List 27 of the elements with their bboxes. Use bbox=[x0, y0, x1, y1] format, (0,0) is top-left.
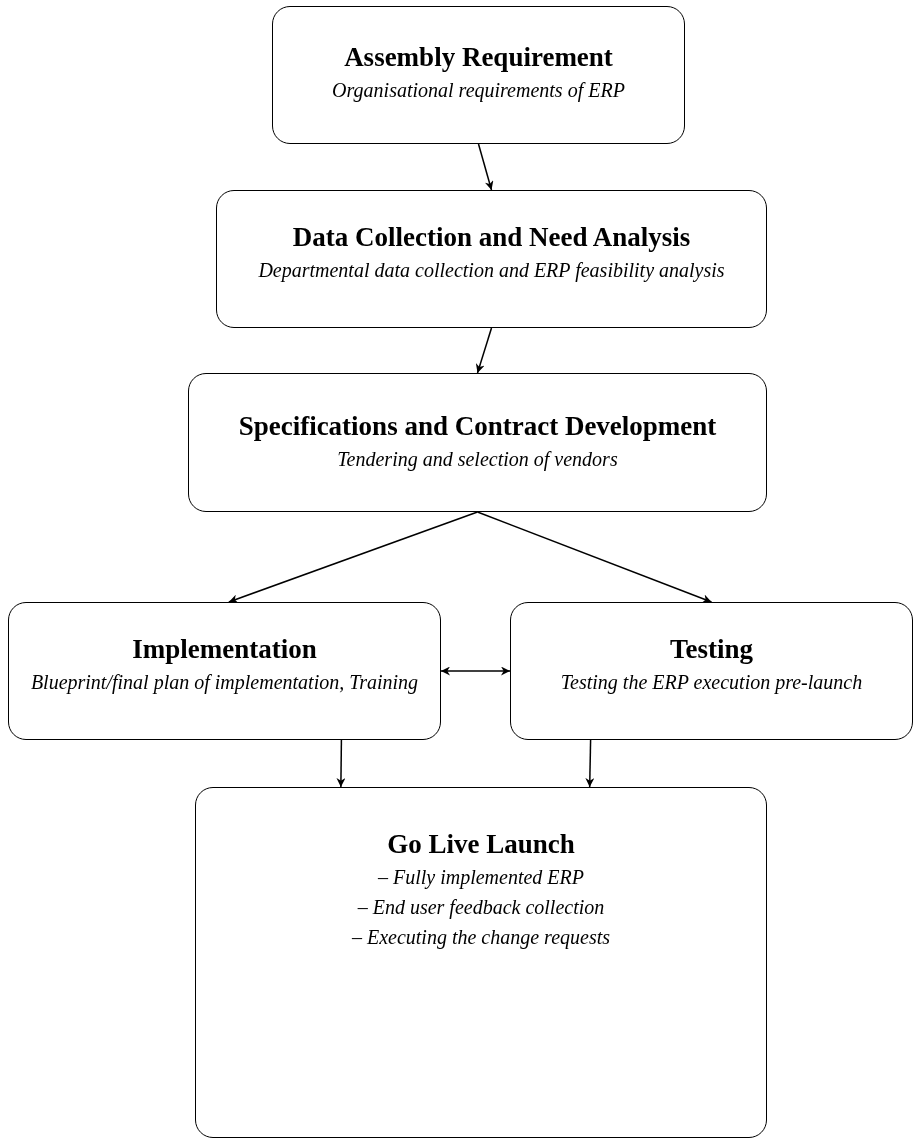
box-title: Implementation bbox=[132, 633, 317, 666]
process-box bbox=[510, 602, 913, 740]
arrow bbox=[440, 666, 511, 676]
box-title: Go Live Launch bbox=[387, 828, 575, 861]
box-description: – Executing the change requests bbox=[351, 924, 611, 951]
box-description: Organisational requirements of ERP bbox=[332, 77, 625, 104]
arrow bbox=[228, 511, 479, 604]
box-title: Data Collection and Need Analysis bbox=[292, 221, 691, 254]
box-description: – End user feedback collection bbox=[357, 894, 605, 921]
box-description: Testing the ERP execution pre-launch bbox=[560, 669, 863, 696]
process-box bbox=[8, 602, 441, 740]
arrow bbox=[477, 143, 494, 191]
box-description: Departmental data collection and ERP feasibility analysis bbox=[258, 257, 725, 284]
process-box bbox=[188, 373, 767, 512]
arrow bbox=[585, 739, 595, 788]
process-box bbox=[195, 787, 767, 1138]
arrow bbox=[476, 511, 713, 603]
box-title: Assembly Requirement bbox=[344, 41, 613, 74]
arrow bbox=[336, 739, 346, 788]
process-box bbox=[272, 6, 685, 144]
process-box bbox=[216, 190, 767, 328]
arrow bbox=[475, 327, 493, 374]
box-description: – Fully implemented ERP bbox=[377, 864, 584, 891]
box-title: Specifications and Contract Development bbox=[238, 410, 717, 443]
box-description: Blueprint/final plan of implementation, Training bbox=[30, 669, 419, 696]
box-title: Testing bbox=[670, 633, 753, 666]
box-description: Tendering and selection of vendors bbox=[337, 446, 618, 473]
